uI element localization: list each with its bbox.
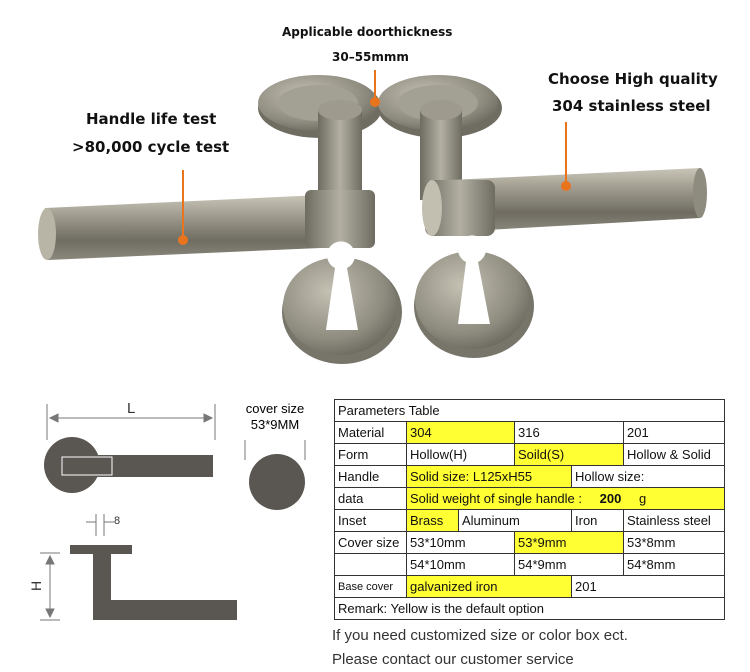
form-label: Form (334, 443, 407, 466)
cover-size-table-label: Cover size (334, 531, 407, 554)
remark-row: Remark: Yellow is the default option (334, 597, 725, 620)
form-option-solid: Soild(S) (514, 443, 624, 466)
cover-size-54-9: 54*9mm (514, 553, 624, 576)
base-cover-galvanized: galvanized iron (406, 575, 572, 598)
solid-weight-value: 200 (599, 491, 622, 506)
table-title-row: Parameters Table (334, 399, 725, 422)
handle-data-row-1: Handle Solid size: L125xH55 Hollow size: (334, 465, 725, 488)
cover-size-53-9: 53*9mm (514, 531, 624, 554)
inset-option-aluminum: Aluminum (458, 509, 572, 532)
length-label: L (127, 400, 135, 417)
solid-weight: Solid weight of single handle : 200 g (406, 487, 725, 510)
inset-label: Inset (334, 509, 407, 532)
base-cover-201: 201 (571, 575, 725, 598)
form-option-hollow-solid: Hollow & Solid (623, 443, 725, 466)
material-label: Material (334, 421, 407, 444)
hollow-size: Hollow size: (571, 465, 725, 488)
cover-view (244, 440, 306, 510)
inset-option-brass: Brass (406, 509, 459, 532)
handle-side-view (44, 437, 213, 493)
life-test-value: >80,000 cycle test (72, 138, 230, 156)
dimension-diagram: L 8 H (28, 400, 306, 621)
solid-size: Solid size: L125xH55 (406, 465, 572, 488)
height-dimension (40, 552, 60, 621)
handle-front-view (70, 545, 237, 620)
inset-option-stainless: Stainless steel (623, 509, 725, 532)
cover-size-title: cover size (245, 401, 305, 416)
cover-size-54-8: 54*8mm (623, 553, 725, 576)
material-row: Material 304 316 201 (334, 421, 725, 444)
form-option-hollow: Hollow(H) (406, 443, 515, 466)
customization-note: If you need customized size or color box… (332, 627, 628, 644)
cover-size-53-10: 53*10mm (406, 531, 515, 554)
material-option-316: 316 (514, 421, 624, 444)
parameters-table: Parameters Table Material 304 316 201 Fo… (334, 399, 725, 620)
material-callout-value: 304 stainless steel (552, 97, 711, 115)
product-photo (38, 70, 707, 364)
material-option-304: 304 (406, 421, 515, 444)
cover-size-label: cover size 53*9MM (240, 401, 310, 433)
door-thickness-value: 30–55mmm (332, 50, 409, 64)
contact-note: Please contact our customer service (332, 651, 574, 668)
material-option-201: 201 (623, 421, 725, 444)
base-cover-row: Base cover galvanized iron 201 (334, 575, 725, 598)
door-thickness-title: Applicable doorthickness (282, 25, 453, 39)
remark: Remark: Yellow is the default option (334, 597, 725, 620)
inset-option-iron: Iron (571, 509, 624, 532)
length-dimension (46, 404, 216, 440)
table-title: Parameters Table (334, 399, 725, 422)
solid-weight-unit: g (638, 491, 647, 506)
escutcheon-left (282, 241, 402, 364)
cover-size-row-2: 54*10mm 54*9mm 54*8mm (334, 553, 725, 576)
base-cover-label: Base cover (334, 575, 407, 598)
escutcheon-right (414, 235, 534, 358)
material-callout-title: Choose High quality (548, 70, 718, 88)
callout-lines (178, 70, 571, 245)
handle-data-label-2: data (334, 487, 407, 510)
solid-weight-label: Solid weight of single handle : (410, 491, 583, 506)
thickness-dimension (86, 514, 114, 536)
life-test-title: Handle life test (86, 110, 217, 128)
height-label: H (28, 581, 44, 591)
handle-data-row-2: data Solid weight of single handle : 200… (334, 487, 725, 510)
handle-right (420, 100, 707, 236)
cover-size-value: 53*9MM (250, 417, 300, 432)
handle-data-label-1: Handle (334, 465, 407, 488)
cover-size-54-10: 54*10mm (406, 553, 515, 576)
thickness-label: 8 (114, 515, 120, 527)
cover-size-53-8: 53*8mm (623, 531, 725, 554)
inset-row: Inset Brass Aluminum Iron Stainless stee… (334, 509, 725, 532)
cover-size-row-1: Cover size 53*10mm 53*9mm 53*8mm (334, 531, 725, 554)
form-row: Form Hollow(H) Soild(S) Hollow & Solid (334, 443, 725, 466)
